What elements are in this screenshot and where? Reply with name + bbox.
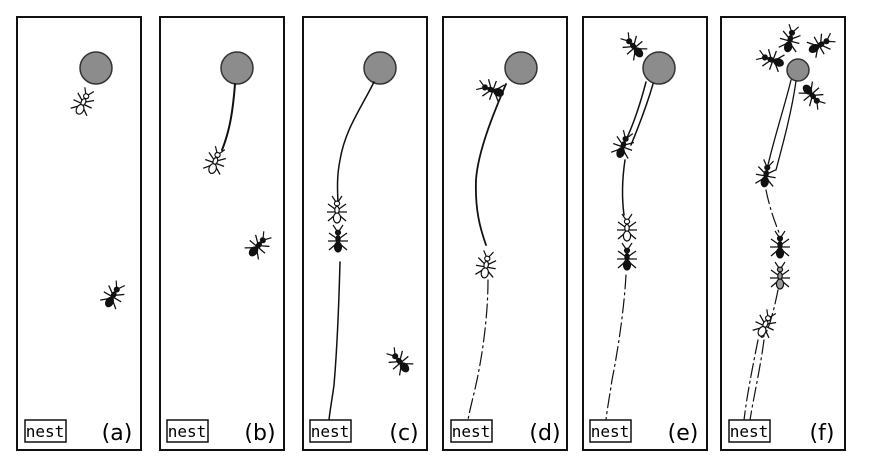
pheromone-trail [621, 159, 626, 216]
nest-label: nest [168, 422, 207, 441]
nest-label: nest [591, 422, 630, 441]
nest-box [728, 419, 771, 443]
panel-frame [159, 16, 285, 451]
food-source [220, 51, 254, 85]
pheromone-trail [221, 83, 236, 151]
pheromone-trail [775, 80, 797, 171]
pheromone-trail [625, 81, 647, 141]
nest-label: nest [311, 422, 350, 441]
nest-box [450, 419, 493, 443]
pheromone-trail [474, 83, 507, 246]
pheromone-trail [765, 189, 781, 236]
pheromone-trail [467, 279, 489, 421]
nest-label: nest [730, 422, 769, 441]
panel-frame [442, 16, 568, 451]
nest-box [589, 419, 632, 443]
pheromone-trail [630, 83, 654, 146]
food-source [642, 51, 676, 85]
panel-frame [16, 16, 142, 451]
panel-d: nest (d) [442, 16, 568, 451]
panel-f: nest (f) [720, 16, 846, 451]
panel-label: (d) [529, 421, 560, 446]
panel-label: (b) [244, 421, 275, 446]
nest-box [24, 419, 67, 443]
panel-c: nest (c) [302, 16, 428, 451]
panel-a: nest (a) [16, 16, 142, 451]
panel-b: nest (b) [159, 16, 285, 451]
panel-frame [302, 16, 428, 451]
pheromone-trail [605, 274, 627, 421]
nest-box [309, 419, 352, 443]
nest-label: nest [26, 422, 65, 441]
panel-frame [582, 16, 708, 451]
pheromone-trail [767, 79, 792, 166]
nest-box [166, 419, 209, 443]
pheromone-trail [743, 339, 759, 421]
nest-label: nest [452, 422, 491, 441]
panel-label: (f) [810, 421, 835, 446]
food-source [363, 51, 397, 85]
pheromone-trail [749, 339, 765, 421]
pheromone-trail [336, 81, 375, 206]
pheromone-trail [328, 261, 341, 421]
panel-label: (c) [389, 421, 418, 446]
panel-label: (a) [102, 421, 133, 446]
food-source [504, 51, 538, 85]
food-source [79, 51, 113, 85]
food-source [786, 58, 810, 82]
panel-label: (e) [668, 421, 699, 446]
panel-e: nest (e) [582, 16, 708, 451]
